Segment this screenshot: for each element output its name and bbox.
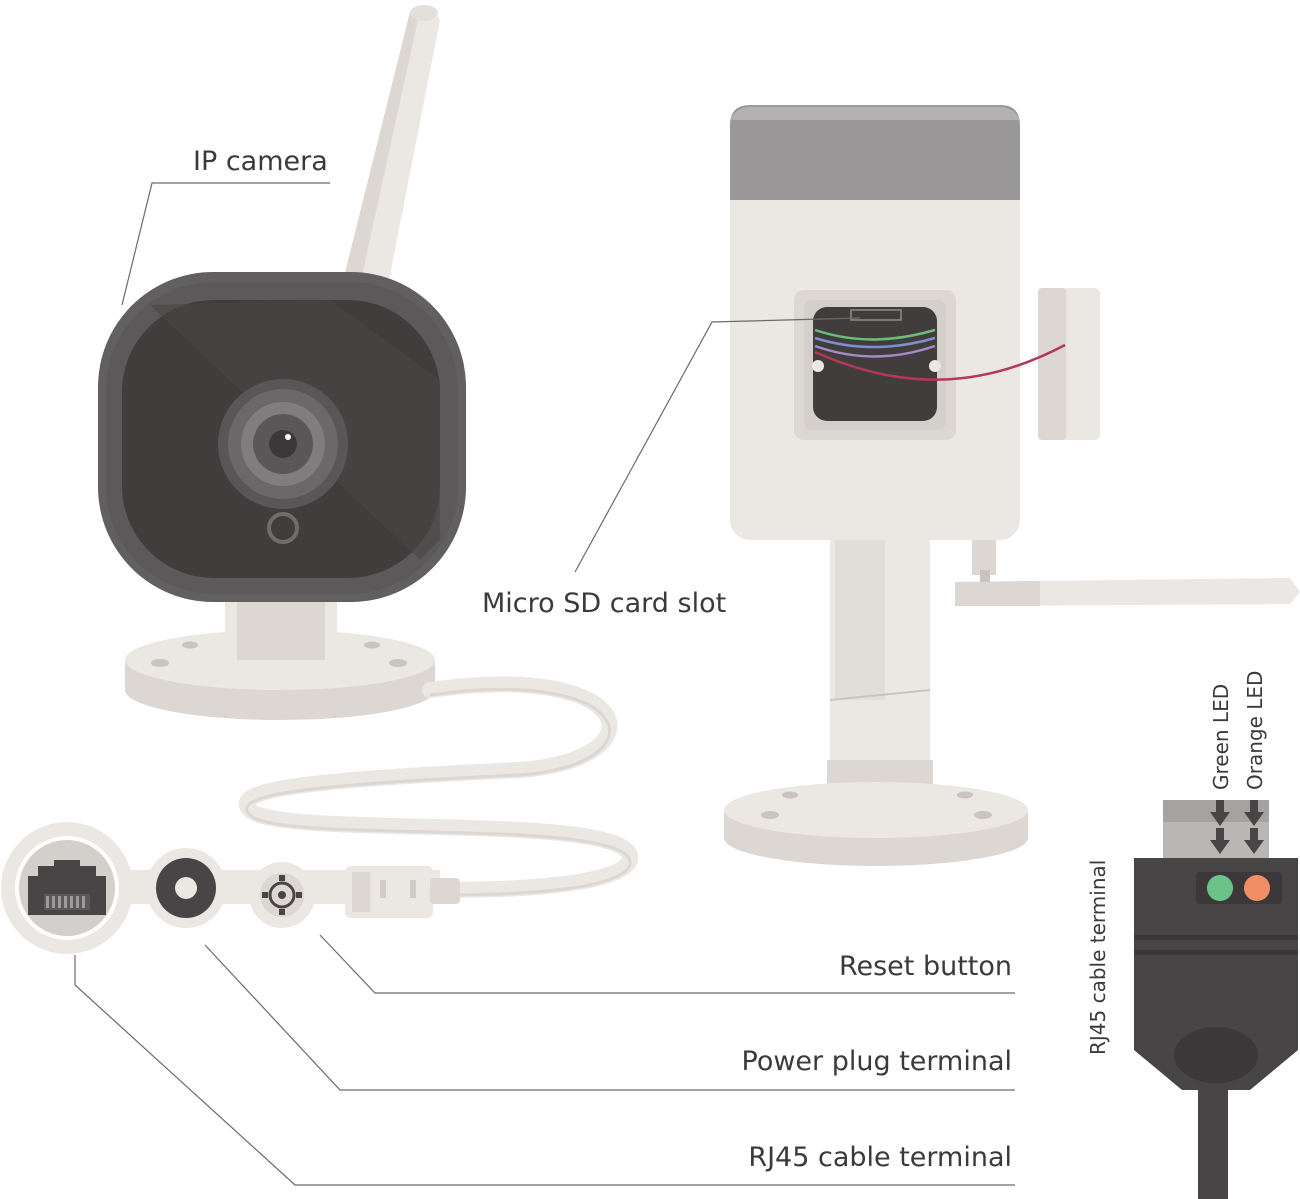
label-micro-sd: Micro SD card slot <box>482 588 726 619</box>
leader-lines <box>74 182 1015 1186</box>
rj45-terminal-leader <box>74 955 1015 1186</box>
front-camera <box>98 5 466 720</box>
labels: IP camera Micro SD card slot Reset butto… <box>193 146 1267 1173</box>
side-bracket <box>1038 288 1100 440</box>
micro-sd-leader <box>574 317 861 573</box>
led-arrows <box>1210 800 1264 854</box>
label-green-led: Green LED <box>1209 684 1233 790</box>
green-led-light <box>1207 875 1233 901</box>
reset-button-leader <box>319 934 1015 994</box>
label-ip-camera: IP camera <box>193 146 328 177</box>
rj45-plug <box>1134 800 1298 1199</box>
connectors <box>1 822 460 954</box>
label-rj45-vertical: RJ45 cable terminal <box>1086 860 1110 1055</box>
front-base <box>125 592 435 720</box>
label-power-plug: Power plug terminal <box>742 1046 1012 1077</box>
sd-card-compartment <box>794 290 1066 440</box>
side-mount <box>724 520 1028 866</box>
front-antenna <box>342 5 440 285</box>
side-antenna <box>955 530 1300 606</box>
label-reset-button: Reset button <box>839 951 1012 982</box>
ip-camera-leader <box>121 182 330 306</box>
rj45-connector <box>1 822 133 954</box>
label-orange-led: Orange LED <box>1243 671 1267 790</box>
power-plug-leader <box>204 944 1015 1091</box>
side-camera <box>724 105 1300 866</box>
camera-lens <box>218 379 348 544</box>
label-rj45-terminal: RJ45 cable terminal <box>748 1142 1012 1173</box>
reset-button-connector <box>249 862 315 928</box>
orange-led-light <box>1244 875 1270 901</box>
power-plug-connector <box>146 848 226 928</box>
camera-cable <box>238 676 638 898</box>
cable-strain-relief <box>345 866 460 918</box>
